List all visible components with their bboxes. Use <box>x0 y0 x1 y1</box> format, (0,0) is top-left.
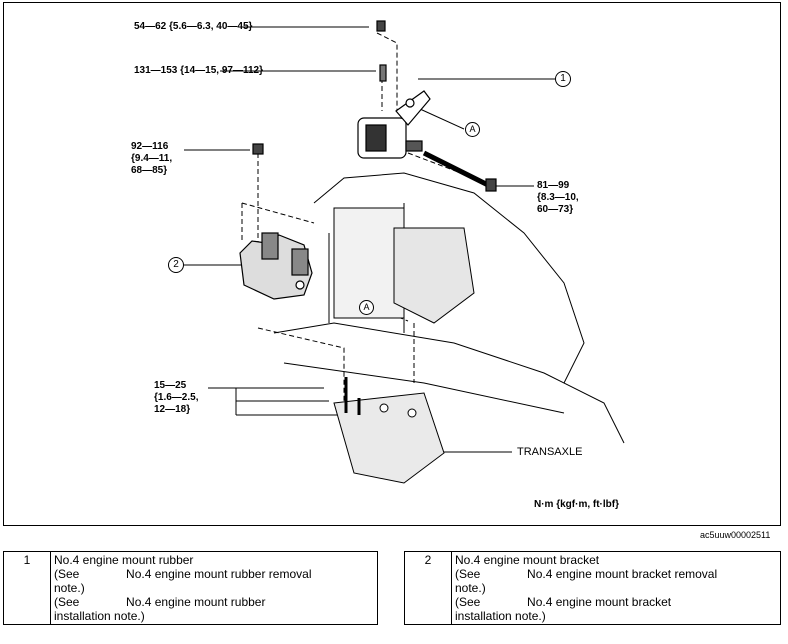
legend-number-2: 2 <box>404 551 452 625</box>
torque-lower-bolts-line1: 15—25 <box>154 380 187 391</box>
legend-table-left: 1 No.4 engine mount rubber (See No.4 eng… <box>3 551 378 625</box>
removal-note-link-2[interactable]: No.4 engine mount bracket removal <box>527 567 718 581</box>
legend-note-2a-cont: note.) <box>455 581 486 595</box>
callout-1: 1 <box>555 71 571 87</box>
torque-units: N·m {kgf·m, ft·lbf} <box>534 499 619 510</box>
torque-lower-bolts-line2: {1.6—2.5, <box>154 392 199 403</box>
legend-note-1b: (See No.4 engine mount rubber <box>54 595 266 609</box>
torque-right-bolt-line1: 81—99 <box>537 180 570 191</box>
legend-name-2: No.4 engine mount bracket <box>455 553 600 567</box>
diagram-frame: 54—62 {5.6—6.3, 40—45} 131—153 {14—15, 9… <box>3 2 781 526</box>
torque-left-nut-line2: {9.4—11, <box>131 153 173 164</box>
legend-note-2b: (See No.4 engine mount bracket <box>455 595 672 609</box>
reference-a-middle: A <box>359 300 374 315</box>
legend-note-1a: (See No.4 engine mount rubber removal <box>54 567 312 581</box>
legend-table-right: 2 No.4 engine mount bracket (See No.4 en… <box>404 551 781 625</box>
torque-top-bolt: 131—153 {14—15, 97—112} <box>134 65 263 76</box>
transaxle-label: TRANSAXLE <box>517 446 583 458</box>
legend-cell-2: No.4 engine mount bracket (See No.4 engi… <box>451 551 781 625</box>
legend-note-2a: (See No.4 engine mount bracket removal <box>455 567 718 581</box>
legend-name-1: No.4 engine mount rubber <box>54 553 194 567</box>
torque-left-nut-line1: 92—116 <box>131 141 169 152</box>
torque-right-bolt-line3: 60—73} <box>537 204 574 215</box>
reference-a-top: A <box>465 122 480 137</box>
torque-right-bolt-line2: {8.3—10, <box>537 192 579 203</box>
legend-cell-1: No.4 engine mount rubber (See No.4 engin… <box>50 551 378 625</box>
legend-note-2b-cont: installation note.) <box>455 609 546 623</box>
torque-top-nut: 54—62 {5.6—6.3, 40—45} <box>134 21 253 32</box>
torque-lower-bolts-line3: 12—18} <box>154 404 191 415</box>
image-code: ac5uuw00002511 <box>700 530 771 540</box>
torque-left-nut-line3: 68—85} <box>131 165 168 176</box>
removal-note-link-1[interactable]: No.4 engine mount rubber removal <box>126 567 312 581</box>
engine-mount-illustration <box>184 20 625 484</box>
installation-note-link-1[interactable]: No.4 engine mount rubber <box>126 595 266 609</box>
legend-note-1b-cont: installation note.) <box>54 609 145 623</box>
legend-note-1a-cont: note.) <box>54 581 85 595</box>
installation-note-link-2[interactable]: No.4 engine mount bracket <box>527 595 672 609</box>
callout-2: 2 <box>168 257 184 273</box>
legend-number-1: 1 <box>3 551 51 625</box>
